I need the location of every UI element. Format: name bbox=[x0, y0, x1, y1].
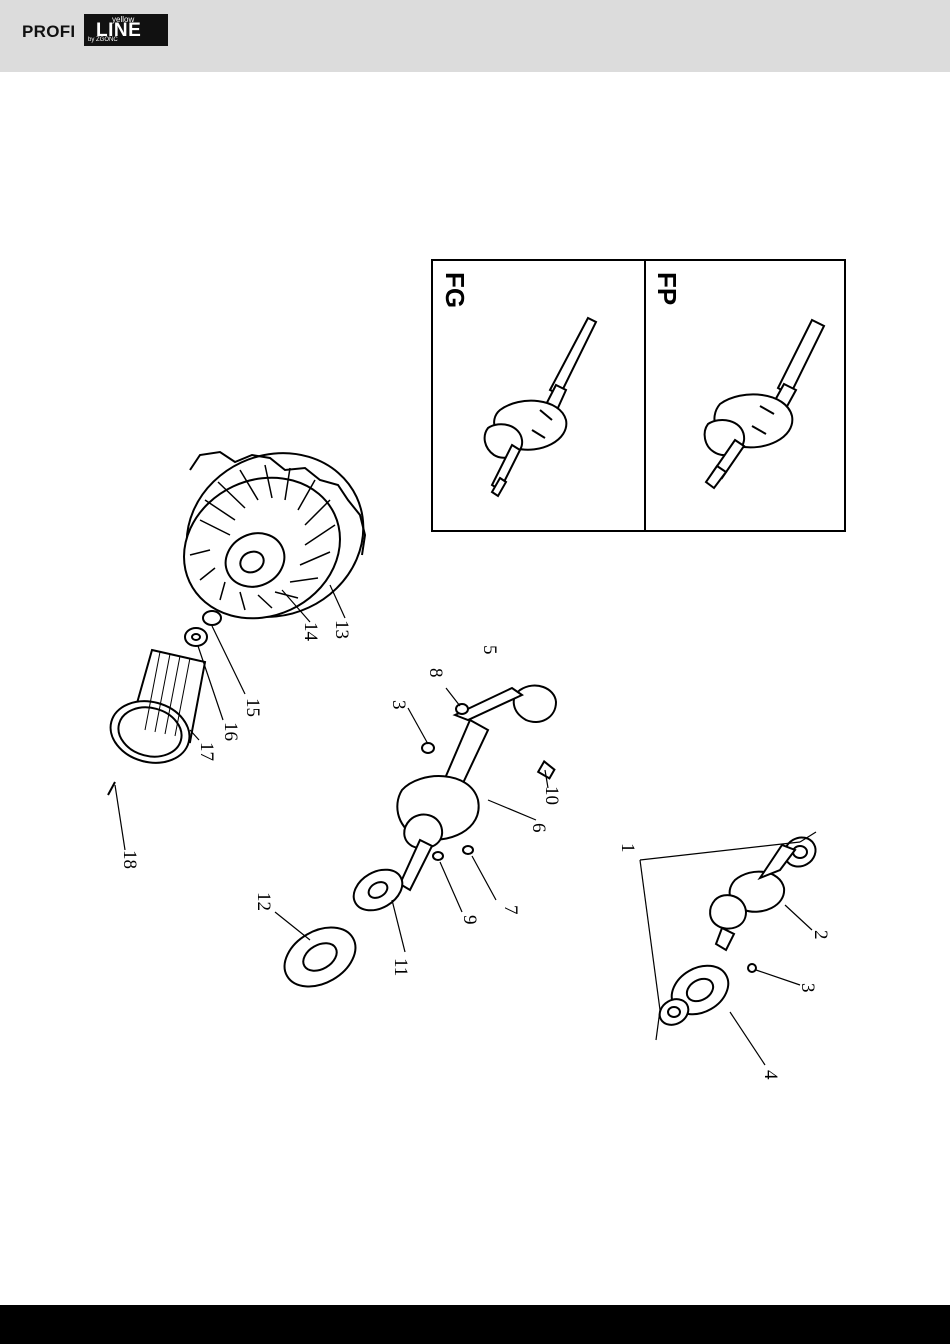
callout-2: 2 bbox=[810, 930, 831, 940]
callout-10: 10 bbox=[541, 786, 562, 805]
callout-12: 12 bbox=[253, 892, 274, 911]
page-footer-bar bbox=[0, 1305, 950, 1344]
callout-3: 3 bbox=[388, 700, 409, 710]
model-label-fg: FG bbox=[440, 272, 470, 308]
callout-8: 8 bbox=[425, 668, 446, 678]
crankshaft-exploded-illustration bbox=[274, 686, 556, 999]
callout-9: 9 bbox=[459, 915, 480, 925]
model-label-fp: FP bbox=[652, 272, 682, 305]
flywheel-illustration bbox=[160, 424, 391, 645]
crankshaft-assembly-illustration bbox=[655, 832, 821, 1030]
callout-4: 4 bbox=[760, 1070, 781, 1080]
starter-cup-illustration bbox=[104, 611, 221, 795]
callout-18: 18 bbox=[119, 850, 140, 869]
callout-1: 1 bbox=[617, 843, 638, 853]
crankshaft-fg-illustration bbox=[485, 318, 596, 496]
callout-3-assembly: 3 bbox=[797, 983, 818, 993]
callout-11: 11 bbox=[390, 958, 411, 976]
callout-7: 7 bbox=[500, 905, 521, 915]
callout-6: 6 bbox=[528, 823, 549, 833]
callout-16: 16 bbox=[220, 722, 241, 741]
callout-13: 13 bbox=[331, 620, 352, 639]
callout-17: 17 bbox=[196, 742, 217, 761]
crankshaft-fp-illustration bbox=[705, 320, 824, 488]
callout-15: 15 bbox=[242, 698, 263, 717]
model-inset: FG FP bbox=[432, 260, 845, 531]
callout-14: 14 bbox=[300, 622, 321, 642]
callout-5: 5 bbox=[479, 645, 500, 655]
